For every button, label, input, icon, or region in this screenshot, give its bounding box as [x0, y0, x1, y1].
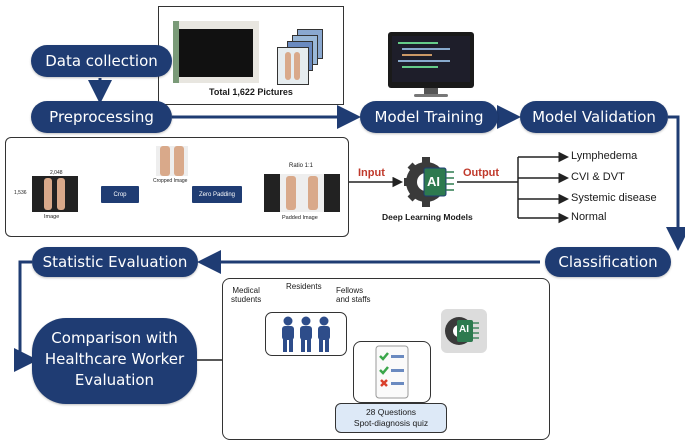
ai-chip-small-icon: AI	[441, 309, 487, 353]
class-cvi-dvt: CVI & DVT	[571, 171, 625, 183]
dim-left-label: 1,536	[14, 190, 27, 196]
class-lymphedema: Lymphedema	[571, 150, 638, 162]
data-collection-panel: Total 1,622 Pictures	[158, 6, 344, 105]
preprocessing-panel: 2,048 1,536 Image Crop Cropped Image Zer…	[5, 137, 349, 237]
evaluation-panel: Medical students Residents Fellows and s…	[222, 278, 550, 440]
zero-padding-box: Zero Padding	[192, 186, 242, 203]
residents-label: Residents	[286, 282, 322, 291]
data-collection-node: Data collection	[31, 45, 172, 77]
crop-box: Crop	[101, 186, 139, 203]
medical-students-line-1: Medical	[232, 286, 260, 295]
comparison-line-2: Healthcare Worker	[44, 350, 185, 368]
monitor-icon	[388, 32, 474, 98]
quiz-line-1: 28 Questions	[365, 407, 417, 417]
ai-chip-text: AI	[427, 174, 440, 189]
ratio-label: Ratio 1:1	[289, 163, 314, 169]
total-pictures-caption: Total 1,622 Pictures	[209, 87, 293, 97]
comparison-line-3: Evaluation	[74, 371, 155, 389]
image-label: Image	[44, 214, 60, 220]
output-label: Output	[463, 167, 500, 179]
arrow-validation-to-classification	[666, 115, 685, 251]
cropped-image	[156, 146, 188, 176]
medical-students-line-2: students	[231, 295, 262, 304]
class-systemic-disease: Systemic disease	[571, 192, 657, 204]
leg-photo-stack	[277, 29, 337, 85]
statistic-evaluation-node: Statistic Evaluation	[32, 247, 198, 277]
arrow-statistic-to-comparison	[14, 260, 38, 372]
comparison-line-1: Comparison with	[51, 329, 178, 347]
classification-node: Classification	[545, 247, 671, 277]
quiz-line-2: Spot-diagnosis quiz	[353, 418, 429, 428]
model-validation-node: Model Validation	[520, 101, 668, 133]
medical-students-label: Medical students	[231, 286, 261, 304]
fellows-line-1: Fellows	[336, 286, 364, 295]
quiz-caption-box: 28 Questions Spot-diagnosis quiz	[335, 403, 447, 433]
input-label: Input	[358, 167, 385, 179]
ai-chip-icon: AI	[404, 156, 456, 208]
dim-top-label: 2,048	[50, 170, 63, 176]
original-image	[32, 176, 78, 212]
padded-image-label: Padded Image	[282, 215, 318, 221]
cropped-image-label: Cropped Image	[153, 178, 188, 184]
preprocessing-node: Preprocessing	[31, 101, 172, 133]
fellows-label: Fellows and staffs	[336, 286, 371, 304]
healthcare-workers-group	[265, 312, 347, 356]
padded-image	[264, 174, 340, 212]
comparison-node: Comparison with Healthcare Worker Evalua…	[32, 318, 197, 404]
model-training-node: Model Training	[360, 101, 498, 133]
quiz-checklist-icon	[353, 341, 431, 403]
photo-studio-image	[173, 21, 259, 83]
ai-chip-small-text: AI	[459, 324, 469, 335]
fellows-line-2: and staffs	[336, 295, 371, 304]
class-normal: Normal	[571, 211, 607, 223]
deep-learning-caption: Deep Learning Models	[382, 212, 473, 222]
